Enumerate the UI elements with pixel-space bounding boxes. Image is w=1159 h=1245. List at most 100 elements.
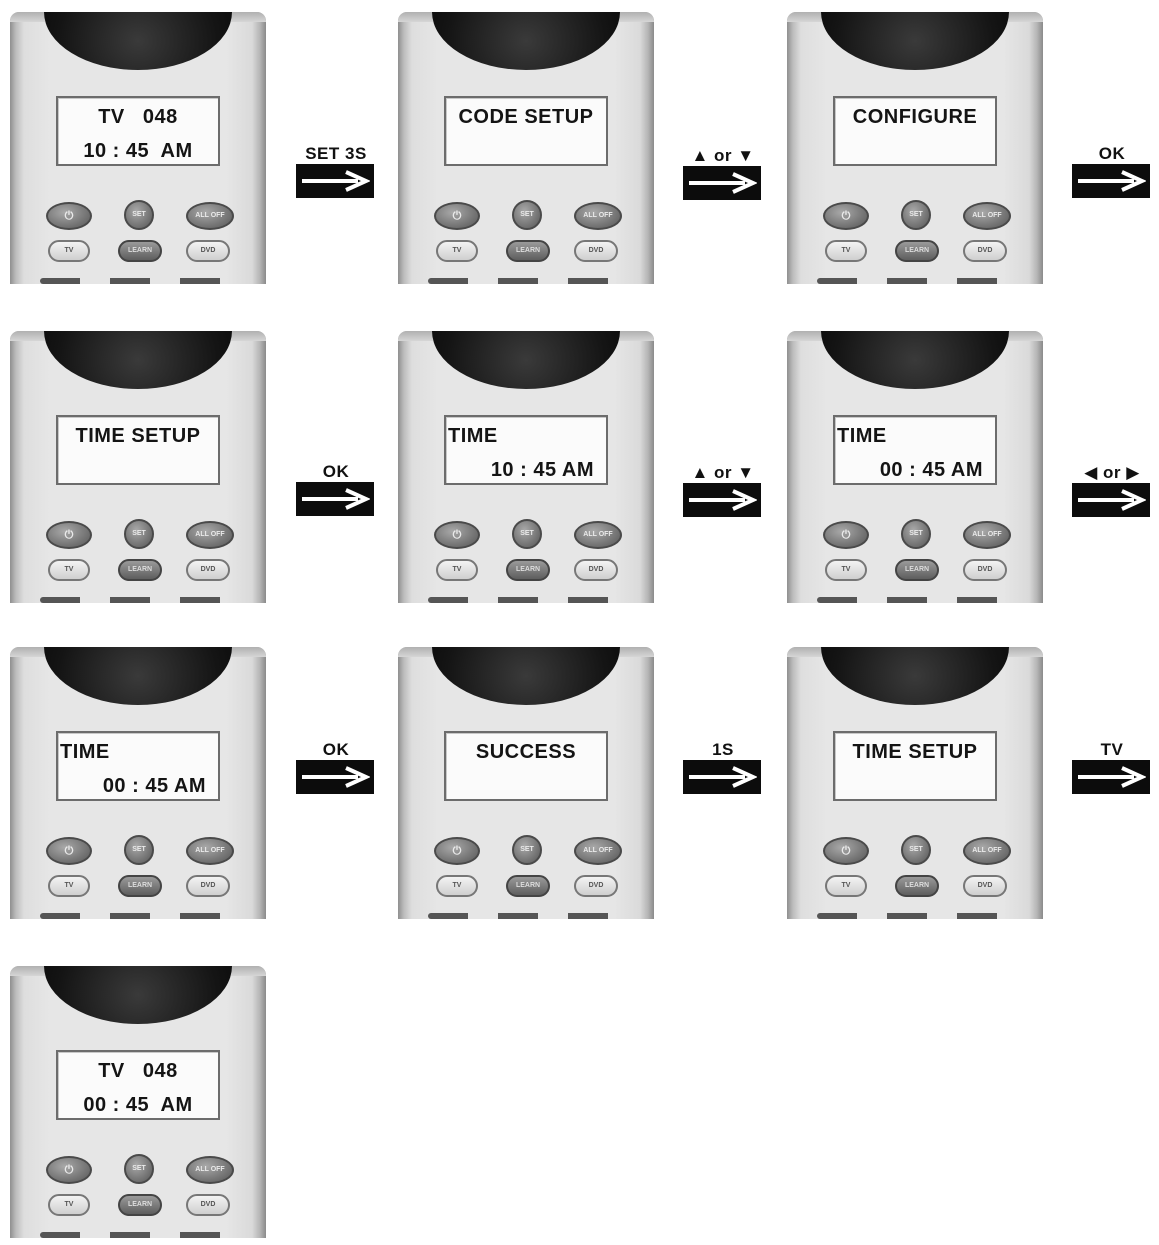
lcd-line-1: TV 048 <box>98 1060 178 1082</box>
power-button[interactable]: ⏻ <box>46 202 92 230</box>
power-button[interactable]: ⏻ <box>46 837 92 865</box>
dvd-button[interactable]: DVD <box>574 240 618 262</box>
right-arrow-icon <box>1078 766 1146 788</box>
right-arrow-icon <box>689 489 757 511</box>
learn-button[interactable]: LEARN <box>506 559 550 581</box>
dvd-button[interactable]: DVD <box>186 240 230 262</box>
remote-step-2: CODE SETUP ⏻ SET ALL OFF TV LEARN DVD <box>398 12 654 284</box>
transition-label: TV <box>1100 740 1124 759</box>
dvd-button[interactable]: DVD <box>574 875 618 897</box>
all-off-button[interactable]: ALL OFF <box>574 202 622 230</box>
learn-button[interactable]: LEARN <box>118 1194 162 1216</box>
all-off-button[interactable]: ALL OFF <box>574 521 622 549</box>
transition-label: 1S <box>712 740 734 759</box>
arrow-box <box>296 760 374 794</box>
dvd-button[interactable]: DVD <box>186 1194 230 1216</box>
power-button[interactable]: ⏻ <box>434 521 480 549</box>
remote-ir-window <box>44 647 232 705</box>
learn-button[interactable]: LEARN <box>118 240 162 262</box>
dvd-button[interactable]: DVD <box>574 559 618 581</box>
power-icon: ⏻ <box>452 210 462 222</box>
dvd-button[interactable]: DVD <box>186 875 230 897</box>
tv-button[interactable]: TV <box>48 559 90 581</box>
right-arrow-icon <box>302 766 370 788</box>
transition-arrow-8: 1S <box>683 740 763 796</box>
power-button[interactable]: ⏻ <box>823 521 869 549</box>
transition-arrow-9: TV <box>1072 740 1152 796</box>
next-button-row <box>428 597 624 603</box>
next-button-row <box>817 597 1013 603</box>
power-button[interactable]: ⏻ <box>823 202 869 230</box>
power-button[interactable]: ⏻ <box>434 837 480 865</box>
set-button[interactable]: SET <box>124 200 154 230</box>
dvd-button[interactable]: DVD <box>963 240 1007 262</box>
remote-ir-window <box>44 966 232 1024</box>
lcd-line-1: TIME SETUP <box>852 741 978 763</box>
tv-button[interactable]: TV <box>436 240 478 262</box>
all-off-button[interactable]: ALL OFF <box>963 521 1011 549</box>
tv-button[interactable]: TV <box>825 875 867 897</box>
transition-arrow-5: ▲ or ▼ <box>683 463 763 519</box>
lcd-screen: TIME 00 : 45 AM <box>56 731 220 801</box>
tv-button[interactable]: TV <box>48 240 90 262</box>
power-button[interactable]: ⏻ <box>46 521 92 549</box>
lcd-screen: TV 048 10 : 45 AM <box>56 96 220 166</box>
all-off-button[interactable]: ALL OFF <box>574 837 622 865</box>
set-button[interactable]: SET <box>512 835 542 865</box>
all-off-button[interactable]: ALL OFF <box>186 837 234 865</box>
set-button[interactable]: SET <box>512 519 542 549</box>
set-button[interactable]: SET <box>901 200 931 230</box>
power-icon: ⏻ <box>452 529 462 541</box>
remote-ir-window <box>432 12 620 70</box>
lcd-line-2: 00 : 45 AM <box>879 459 983 481</box>
remote-ir-window <box>432 331 620 389</box>
next-button-row <box>428 278 624 284</box>
arrow-box <box>683 166 761 200</box>
power-icon: ⏻ <box>841 529 851 541</box>
tv-button[interactable]: TV <box>48 1194 90 1216</box>
set-button[interactable]: SET <box>901 519 931 549</box>
all-off-button[interactable]: ALL OFF <box>963 837 1011 865</box>
set-button[interactable]: SET <box>901 835 931 865</box>
learn-button[interactable]: LEARN <box>118 875 162 897</box>
tv-button[interactable]: TV <box>48 875 90 897</box>
remote-step-5: TIME 10 : 45 AM ⏻ SET ALL OFF TV LEARN D… <box>398 331 654 603</box>
remote-step-8: SUCCESS ⏻ SET ALL OFF TV LEARN DVD <box>398 647 654 919</box>
learn-button[interactable]: LEARN <box>118 559 162 581</box>
arrow-box <box>1072 164 1150 198</box>
tv-button[interactable]: TV <box>825 240 867 262</box>
learn-button[interactable]: LEARN <box>506 240 550 262</box>
power-button[interactable]: ⏻ <box>434 202 480 230</box>
all-off-button[interactable]: ALL OFF <box>186 202 234 230</box>
all-off-button[interactable]: ALL OFF <box>963 202 1011 230</box>
learn-button[interactable]: LEARN <box>895 875 939 897</box>
next-button-row <box>817 913 1013 919</box>
dvd-button[interactable]: DVD <box>963 875 1007 897</box>
tv-button[interactable]: TV <box>825 559 867 581</box>
learn-button[interactable]: LEARN <box>895 559 939 581</box>
learn-button[interactable]: LEARN <box>895 240 939 262</box>
transition-arrow-4: OK <box>296 462 376 518</box>
tv-button[interactable]: TV <box>436 875 478 897</box>
lcd-line-1: SUCCESS <box>475 741 577 763</box>
set-button[interactable]: SET <box>512 200 542 230</box>
transition-label: OK <box>322 740 350 759</box>
set-button[interactable]: SET <box>124 1154 154 1184</box>
set-button[interactable]: SET <box>124 835 154 865</box>
lcd-line-1: TIME <box>448 425 498 447</box>
remote-step-7: TIME 00 : 45 AM ⏻ SET ALL OFF TV LEARN D… <box>10 647 266 919</box>
all-off-button[interactable]: ALL OFF <box>186 521 234 549</box>
learn-button[interactable]: LEARN <box>506 875 550 897</box>
dvd-button[interactable]: DVD <box>963 559 1007 581</box>
lcd-screen: TV 048 00 : 45 AM <box>56 1050 220 1120</box>
lcd-line-2: 10 : 45 AM <box>83 140 193 162</box>
set-button[interactable]: SET <box>124 519 154 549</box>
power-icon: ⏻ <box>64 1164 74 1176</box>
next-button-row <box>428 913 624 919</box>
power-button[interactable]: ⏻ <box>46 1156 92 1184</box>
power-button[interactable]: ⏻ <box>823 837 869 865</box>
lcd-line-1: TV 048 <box>98 106 178 128</box>
all-off-button[interactable]: ALL OFF <box>186 1156 234 1184</box>
dvd-button[interactable]: DVD <box>186 559 230 581</box>
tv-button[interactable]: TV <box>436 559 478 581</box>
